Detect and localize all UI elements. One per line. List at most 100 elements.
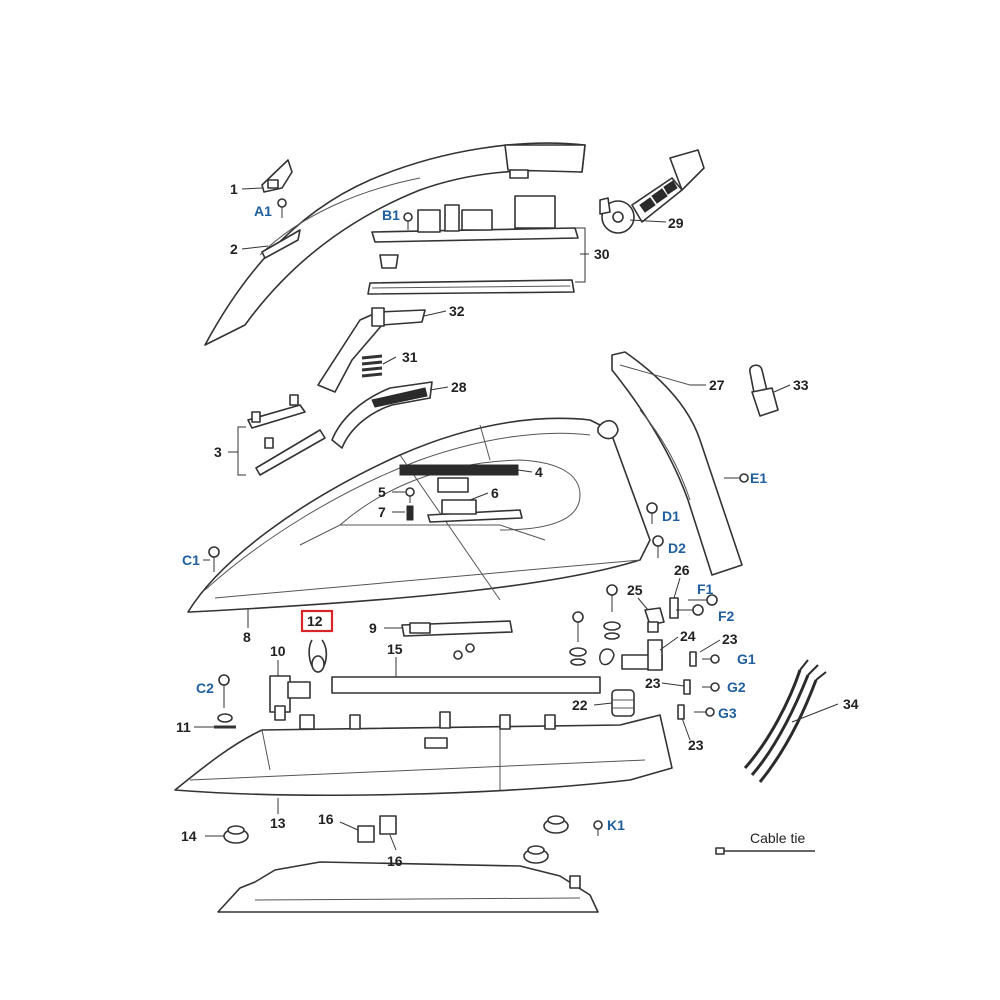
label-30: 30 bbox=[594, 246, 610, 262]
part-24-elbow bbox=[621, 639, 663, 671]
label-6: 6 bbox=[491, 485, 499, 501]
label-16-left: 16 bbox=[318, 811, 334, 827]
grommet-right-b bbox=[523, 845, 549, 864]
screw-f2 bbox=[676, 604, 704, 616]
screw-c2 bbox=[217, 674, 233, 723]
bracket-3 bbox=[237, 426, 246, 476]
pin-7 bbox=[406, 505, 414, 521]
label-g1: G1 bbox=[737, 651, 756, 667]
pcb-assembly-part-30 bbox=[367, 195, 579, 295]
part-25 bbox=[644, 607, 665, 633]
label-9: 9 bbox=[369, 620, 377, 636]
cord-swivel-part-29 bbox=[599, 149, 705, 234]
label-32: 32 bbox=[449, 303, 465, 319]
label-4: 4 bbox=[535, 464, 543, 480]
label-23-bottom: 23 bbox=[688, 737, 704, 753]
label-1: 1 bbox=[230, 181, 238, 197]
label-f2: F2 bbox=[718, 608, 735, 624]
part-15-bar bbox=[331, 676, 601, 694]
label-b1: B1 bbox=[382, 207, 400, 223]
screw-c1 bbox=[208, 546, 220, 572]
label-cable-tie: Cable tie bbox=[750, 830, 805, 846]
highlight-box-12 bbox=[300, 609, 334, 633]
label-2: 2 bbox=[230, 241, 238, 257]
label-7: 7 bbox=[378, 504, 386, 520]
part-labels: 1 A1 2 B1 29 30 32 31 28 27 33 3 4 E1 5 … bbox=[176, 181, 859, 869]
grommet-right-a bbox=[543, 815, 569, 834]
label-28: 28 bbox=[451, 379, 467, 395]
label-d1: D1 bbox=[662, 508, 680, 524]
part-6 bbox=[427, 499, 523, 523]
label-26: 26 bbox=[674, 562, 690, 578]
label-10: 10 bbox=[270, 643, 286, 659]
part-9 bbox=[401, 620, 513, 637]
label-c1: C1 bbox=[182, 552, 200, 568]
screw-f1 bbox=[688, 594, 718, 606]
label-g2: G2 bbox=[727, 679, 746, 695]
part-12-spring-clip bbox=[308, 639, 328, 673]
clip-part-1 bbox=[261, 159, 293, 193]
label-15: 15 bbox=[387, 641, 403, 657]
cap-part-33 bbox=[749, 364, 779, 417]
label-14: 14 bbox=[181, 828, 197, 844]
screw-g1 bbox=[702, 654, 720, 664]
screw-d1 bbox=[646, 502, 658, 524]
pad-16-a bbox=[357, 825, 375, 843]
control-detail-4 bbox=[437, 477, 469, 493]
label-23-mid: 23 bbox=[645, 675, 661, 691]
bracket-30 bbox=[575, 227, 586, 283]
leader-lines bbox=[194, 187, 839, 851]
pad-16-b bbox=[379, 815, 397, 835]
clips-23 bbox=[677, 651, 697, 720]
spring-part-31 bbox=[361, 354, 383, 378]
label-5: 5 bbox=[378, 484, 386, 500]
label-g3: G3 bbox=[718, 705, 737, 721]
control-bar-part-4 bbox=[399, 464, 519, 476]
rear-cover-part-27 bbox=[611, 351, 743, 576]
label-22: 22 bbox=[572, 697, 588, 713]
part-26 bbox=[669, 597, 679, 619]
label-c2: C2 bbox=[196, 680, 214, 696]
screw-k1 bbox=[593, 820, 603, 836]
part-22 bbox=[611, 689, 635, 717]
label-11: 11 bbox=[176, 719, 191, 735]
screw-stack-24 bbox=[569, 584, 621, 666]
label-31: 31 bbox=[402, 349, 418, 365]
cable-tie bbox=[715, 847, 815, 855]
screw-e1 bbox=[724, 473, 749, 483]
base-plate bbox=[217, 861, 599, 913]
button-part-28 bbox=[331, 381, 433, 449]
cable-bundle-part-34 bbox=[743, 659, 827, 783]
switch-part-3 bbox=[247, 394, 326, 476]
screw-a1 bbox=[277, 198, 287, 218]
label-d2: D2 bbox=[668, 540, 686, 556]
label-k1: K1 bbox=[607, 817, 625, 833]
screw-d2 bbox=[652, 535, 664, 558]
label-24: 24 bbox=[680, 628, 696, 644]
label-12: 12 bbox=[307, 613, 323, 629]
label-8: 8 bbox=[243, 629, 251, 645]
label-29: 29 bbox=[668, 215, 684, 231]
screw-b1 bbox=[403, 212, 413, 230]
label-f1: F1 bbox=[697, 581, 714, 597]
label-23-top: 23 bbox=[722, 631, 738, 647]
label-13: 13 bbox=[270, 815, 286, 831]
screw-5 bbox=[405, 487, 415, 503]
label-25: 25 bbox=[627, 582, 643, 598]
part-10-connector bbox=[269, 675, 311, 721]
label-33: 33 bbox=[793, 377, 809, 393]
handle-cover-part bbox=[204, 142, 586, 346]
iron-body bbox=[187, 417, 651, 613]
label-34: 34 bbox=[843, 696, 859, 712]
label-a1: A1 bbox=[254, 203, 272, 219]
screw-g3 bbox=[694, 707, 715, 717]
label-3: 3 bbox=[214, 444, 222, 460]
label-16-right: 16 bbox=[387, 853, 403, 869]
screws-under-9 bbox=[453, 643, 475, 660]
label-e1: E1 bbox=[750, 470, 767, 486]
grommet-14 bbox=[223, 825, 249, 844]
screw-g2 bbox=[702, 682, 720, 692]
trigger-part-32 bbox=[317, 307, 426, 393]
soleplate-part-13 bbox=[174, 711, 673, 796]
